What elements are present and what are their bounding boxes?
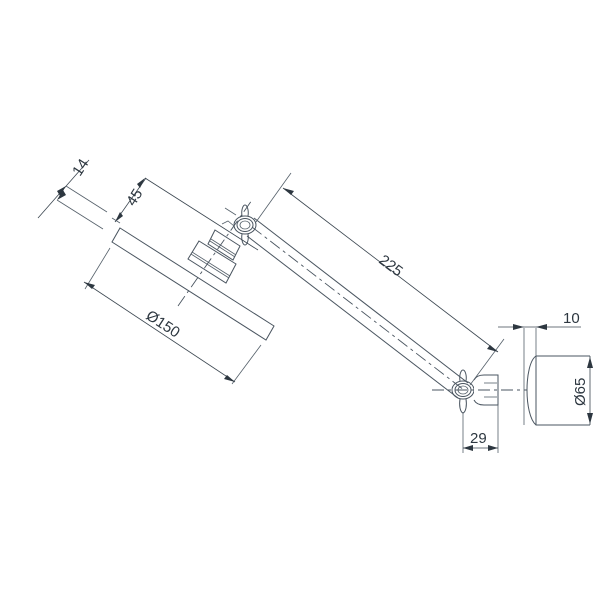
- wall-flange: [523, 328, 590, 426]
- dimension-14: 14: [37, 156, 92, 219]
- dimension-225: 225: [255, 172, 505, 386]
- dim-label-14: 14: [69, 156, 92, 179]
- dim-label-diameter-65: Ø65: [572, 378, 589, 406]
- dimension-45: 45: [111, 177, 259, 251]
- shower-head-connector: [177, 199, 253, 307]
- dim-label-225: 225: [376, 252, 406, 281]
- upper-ball-joint: [221, 204, 257, 246]
- dim-label-diameter-150: Ø150: [143, 307, 183, 341]
- dimension-diameter-65: Ø65: [572, 356, 593, 425]
- dim-label-10: 10: [563, 310, 580, 327]
- shower-arm: [246, 217, 469, 399]
- dim-label-45: 45: [123, 186, 146, 209]
- dim-label-29: 29: [470, 430, 487, 447]
- dimension-29: 29: [462, 405, 499, 453]
- dimension-10: 10: [498, 310, 581, 330]
